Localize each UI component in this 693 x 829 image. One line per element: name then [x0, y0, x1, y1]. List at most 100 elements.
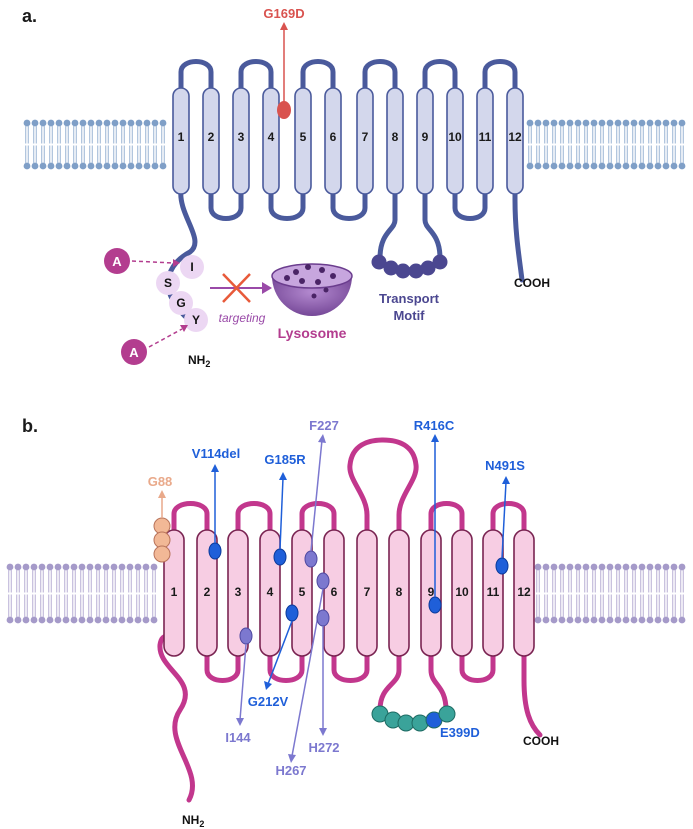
i144-label: I144	[225, 730, 251, 745]
a-helix-number-8: 8	[392, 130, 399, 144]
acetyl-arrow-top	[131, 260, 174, 264]
b-helix-number-2: 2	[204, 585, 211, 599]
c-terminus-b: COOH	[523, 734, 559, 748]
h272-label: H272	[308, 740, 339, 755]
acetyl-circle-bottom	[121, 339, 147, 365]
motif-bubble-g: G	[169, 291, 193, 315]
b-helix-8: 8	[388, 529, 410, 657]
b-helix-number-1: 1	[171, 585, 178, 599]
motif-letter-s: S	[164, 276, 172, 290]
b-helix-12: 12	[513, 529, 535, 657]
b-helix-4: 4	[259, 529, 281, 657]
g185r-label: G185R	[264, 452, 306, 467]
acetyl-label-bottom: A	[129, 345, 139, 360]
g212v-marker	[285, 604, 299, 622]
b-helix-number-12: 12	[517, 585, 531, 599]
g169d-label: G169D	[263, 6, 304, 21]
f227-marker	[304, 550, 318, 568]
a-helix-number-11: 11	[479, 130, 492, 144]
motif-letter-g: G	[176, 296, 185, 310]
a-helix-number-3: 3	[238, 130, 245, 144]
a-helix-12: 12	[506, 87, 524, 195]
g212v-label: G212V	[248, 694, 289, 709]
h272-marker	[316, 609, 330, 627]
a-helix-number-4: 4	[268, 130, 275, 144]
a-helix-11: 11	[476, 87, 494, 195]
backbone-a	[165, 59, 525, 328]
a-helix-number-12: 12	[508, 130, 522, 144]
b-helix-number-10: 10	[455, 585, 469, 599]
b-helix-3: 3	[227, 529, 249, 657]
g88-label: G88	[148, 474, 173, 489]
b-helix-number-5: 5	[299, 585, 306, 599]
acetyl-arrow-bottom	[148, 328, 183, 348]
b-helix-1: 1	[163, 529, 185, 657]
a-helix-10: 10	[446, 87, 464, 195]
h267-marker	[316, 572, 330, 590]
panel-a-label: a.	[22, 6, 37, 26]
v114del-marker	[208, 542, 222, 560]
g169d-arrowhead	[280, 22, 288, 30]
g185r-marker	[273, 548, 287, 566]
f227-label: F227	[309, 418, 339, 433]
lysosome-label: Lysosome	[278, 325, 347, 341]
motif-bubble-y: Y	[184, 308, 208, 332]
motif-letter-i: I	[190, 260, 193, 274]
transport-motif-label-2: Motif	[393, 308, 425, 323]
b-helix-11: 11	[482, 529, 504, 657]
motif-bubble-s: S	[156, 271, 180, 295]
a-helix-6: 6	[324, 87, 342, 195]
g169d-marker	[277, 101, 291, 119]
a-helix-2: 2	[202, 87, 220, 195]
membrane-b	[6, 563, 686, 624]
cytoplasmic-loop-beads	[371, 705, 456, 732]
b-helix-number-11: 11	[487, 585, 500, 599]
e399d-label: E399D	[440, 725, 480, 740]
b-helix-9: 9	[420, 529, 442, 657]
a-helix-number-1: 1	[178, 130, 185, 144]
b-helix-number-6: 6	[331, 585, 338, 599]
n-terminus-a: NH2	[188, 353, 210, 369]
b-helix-number-7: 7	[364, 585, 371, 599]
b-helix-6: 6	[323, 529, 345, 657]
c-terminus-a: COOH	[514, 276, 550, 290]
a-helix-3: 3	[232, 87, 250, 195]
a-helix-1: 1	[172, 87, 190, 195]
b-helix-2: 2	[196, 529, 218, 657]
acetyl-circle-top	[104, 248, 130, 274]
b-helix-7: 7	[356, 529, 378, 657]
r416c-label: R416C	[414, 418, 455, 433]
a-helix-number-6: 6	[330, 130, 337, 144]
a-helix-number-10: 10	[448, 130, 462, 144]
n491s-marker	[495, 557, 509, 575]
lysosome-icon	[271, 263, 353, 316]
b-helix-number-8: 8	[396, 585, 403, 599]
a-helix-9: 9	[416, 87, 434, 195]
b-helix-5: 5	[291, 529, 313, 657]
h267-label: H267	[275, 763, 306, 778]
v114del-label: V114del	[192, 446, 240, 461]
n-terminus-b: NH2	[182, 813, 204, 829]
a-helix-number-7: 7	[362, 130, 369, 144]
backbone-b	[157, 437, 543, 803]
g88-markers	[153, 517, 171, 563]
a-helix-number-5: 5	[300, 130, 307, 144]
a-helix-number-9: 9	[422, 130, 429, 144]
targeting-label: targeting	[219, 311, 266, 325]
b-helix-number-9: 9	[428, 585, 435, 599]
transport-motif-beads	[371, 254, 448, 279]
i144-marker	[239, 627, 253, 645]
b-helix-10: 10	[451, 529, 473, 657]
a-helix-5: 5	[294, 87, 312, 195]
motif-bubble-i: I	[180, 255, 204, 279]
transport-motif-label: Transport	[379, 291, 440, 306]
membrane-a	[23, 119, 686, 170]
n491s-label: N491S	[485, 458, 525, 473]
acetyl-label-top: A	[112, 254, 122, 269]
b-helix-number-3: 3	[235, 585, 242, 599]
motif-letter-y: Y	[192, 313, 200, 327]
